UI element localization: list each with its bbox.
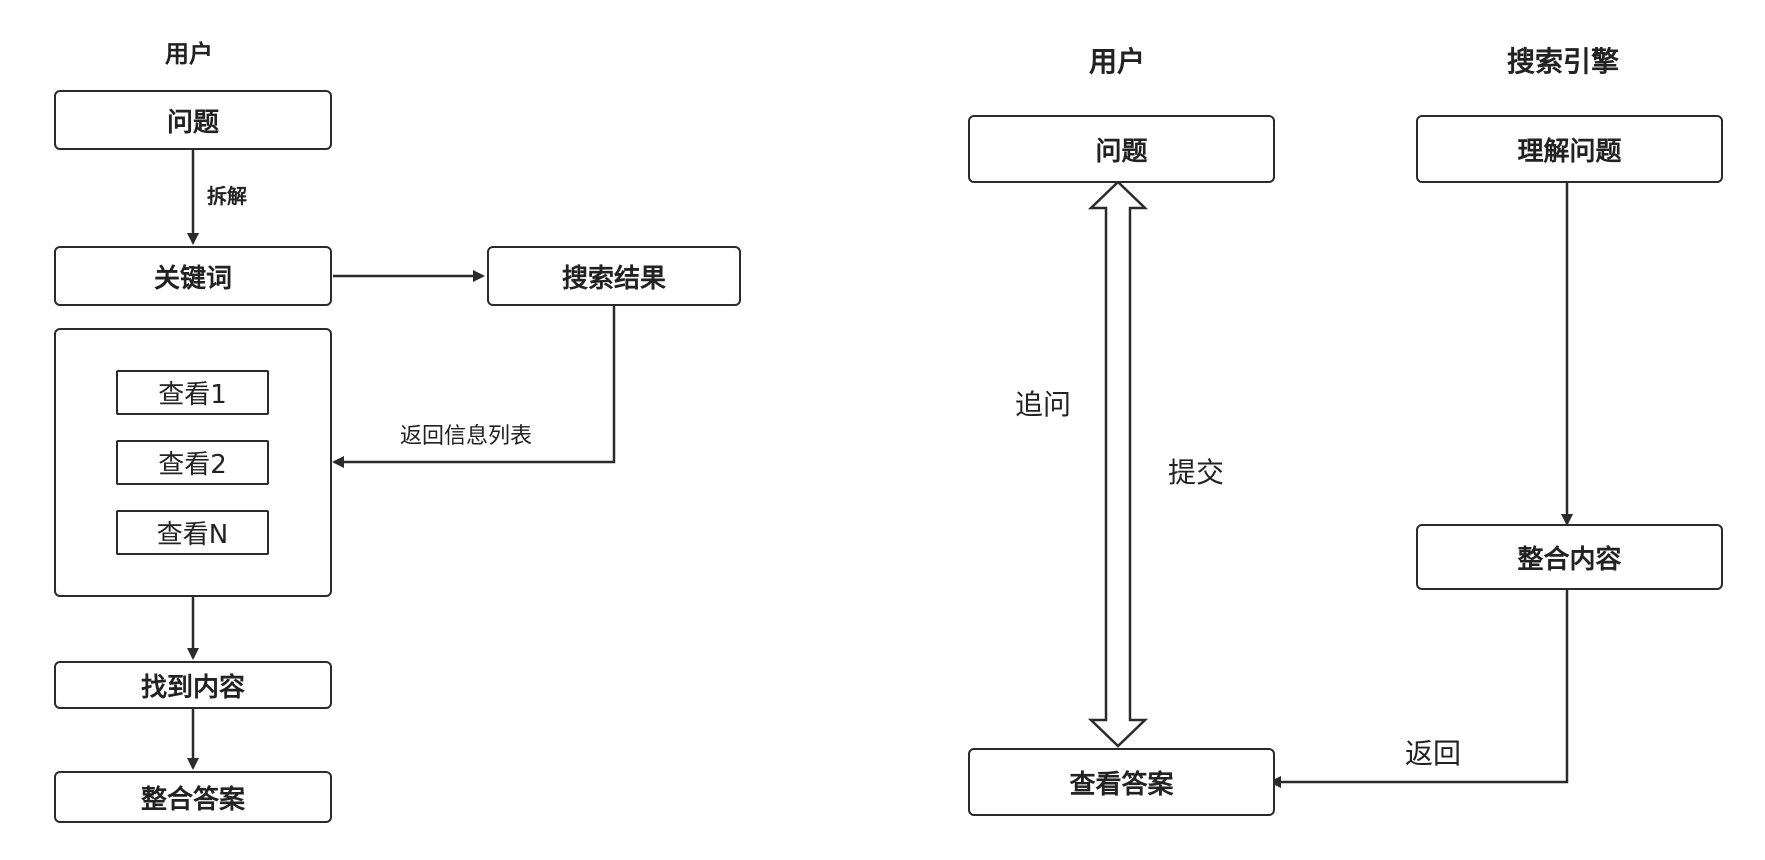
view-item-2: 查看2 bbox=[116, 440, 269, 485]
right-question-box: 问题 bbox=[968, 115, 1275, 183]
view-answer-box: 查看答案 bbox=[968, 748, 1275, 816]
found-content-box: 找到内容 bbox=[54, 661, 332, 709]
lane-user-right: 用户 bbox=[1089, 45, 1146, 78]
split-label: 拆解 bbox=[207, 184, 247, 208]
lane-search-engine: 搜索引擎 bbox=[1507, 45, 1620, 78]
understand-question-box: 理解问题 bbox=[1416, 115, 1723, 183]
view-item-n: 查看N bbox=[116, 510, 269, 555]
keywords-box: 关键词 bbox=[54, 246, 332, 306]
integrate-answer-box: 整合答案 bbox=[54, 771, 332, 823]
return-list-label: 返回信息列表 bbox=[400, 424, 533, 449]
arrow-results-to-views bbox=[332, 306, 616, 468]
arrow-integrate-to-answer bbox=[1269, 590, 1569, 788]
double-arrow-followup-submit bbox=[1087, 180, 1149, 748]
submit-label: 提交 bbox=[1168, 456, 1225, 489]
lane-user-left: 用户 bbox=[165, 40, 213, 68]
integrate-content-box: 整合内容 bbox=[1416, 524, 1723, 590]
search-results-box: 搜索结果 bbox=[487, 246, 741, 306]
view-item-1: 查看1 bbox=[116, 370, 269, 415]
return-label: 返回 bbox=[1405, 737, 1462, 770]
followup-label: 追问 bbox=[1015, 388, 1072, 421]
question-box: 问题 bbox=[54, 90, 332, 150]
